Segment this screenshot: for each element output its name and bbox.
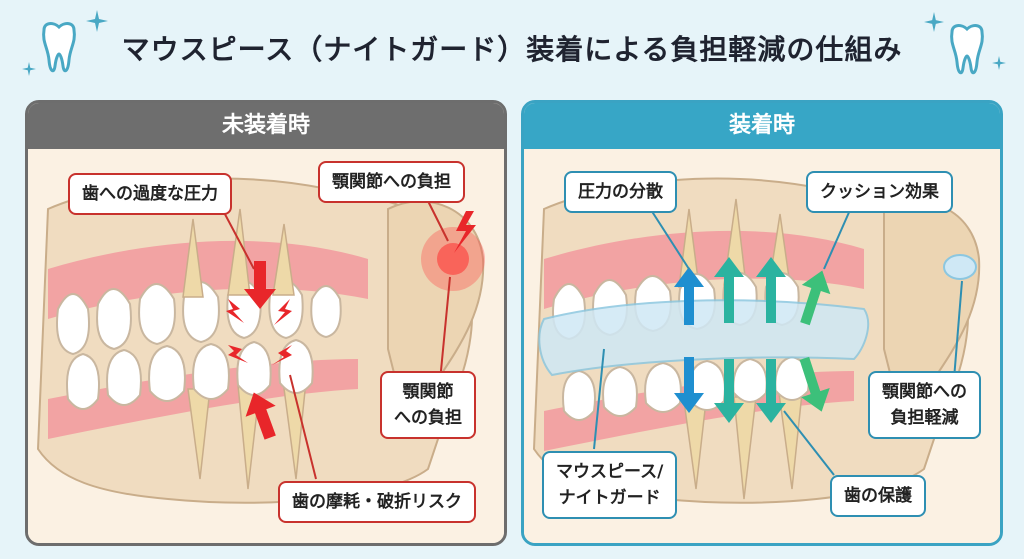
jaw-illustration-with [524,149,1000,543]
sparkle-icon [22,62,36,76]
label-tmj-relief-line1: 顎関節への [882,382,967,402]
label-tooth-protection: 歯の保護 [830,475,926,517]
label-tmj-relief-line2: 負担軽減 [890,408,959,428]
pressure-arrow-icon [244,261,276,440]
panel-with-guard: 装着時 [521,100,1003,546]
panel-without-guard: 未装着時 [25,100,507,546]
panel-header-without: 未装着時 [28,103,504,149]
label-tmj-side-line1: 顎関節 [402,382,454,402]
label-tmj-burden-top: 顎関節への負担 [318,161,465,203]
sparkle-icon [924,12,944,32]
label-tmj-relief: 顎関節への 負担軽減 [868,371,981,439]
dispersion-arrow-icon [674,257,831,423]
label-tmj-burden-side: 顎関節 への負担 [380,371,476,439]
tooth-icon-right [950,24,984,75]
page-title: マウスピース（ナイトガード）装着による負担軽減の仕組み [121,33,903,66]
sparkle-icon [992,56,1006,70]
label-mouthguard-line1: マウスピース/ [556,462,664,482]
lightning-icon [454,211,476,253]
label-excess-pressure: 歯への過度な圧力 [68,173,232,215]
label-tmj-side-line2: への負担 [394,408,462,428]
label-pressure-dispersion: 圧力の分散 [564,171,677,213]
label-mouthguard-line2: ナイトガード [558,488,661,508]
panel-header-with: 装着時 [524,103,1000,149]
label-mouthguard: マウスピース/ ナイトガード [542,451,678,519]
tooth-icon-left [42,22,76,73]
label-wear-fracture-risk: 歯の摩耗・破折リスク [278,481,476,523]
label-cushion-effect: クッション効果 [806,171,953,213]
sparkle-icon [86,10,108,32]
